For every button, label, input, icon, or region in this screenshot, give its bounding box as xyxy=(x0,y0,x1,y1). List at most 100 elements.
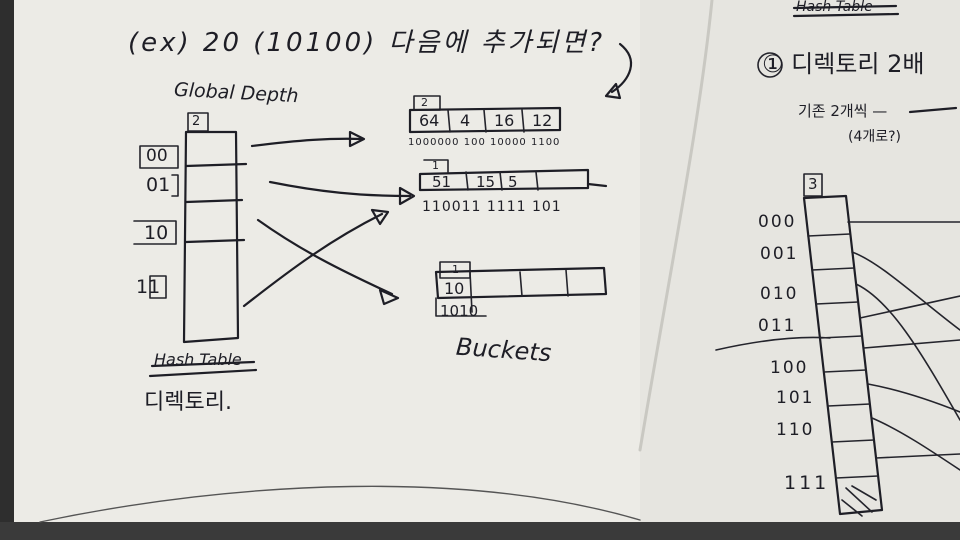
pointer-00-head xyxy=(348,130,366,148)
bucket-3-local-depth: 1 xyxy=(452,263,459,276)
directory-caption-sub: 디렉토리. xyxy=(144,390,232,415)
right-global-depth-value: 3 xyxy=(808,175,818,193)
right-pointer-8 xyxy=(875,453,960,459)
key-box-00 xyxy=(139,145,179,169)
right-key-101: 101 xyxy=(776,388,815,408)
key-box-11 xyxy=(149,275,167,299)
bucket-2-tail xyxy=(586,182,608,188)
right-divider-7 xyxy=(831,439,875,443)
pointer-10 xyxy=(256,218,394,296)
bucket-2-value-3: 5 xyxy=(508,173,518,191)
bucket-2-value-1: 51 xyxy=(432,173,452,191)
right-hatch xyxy=(841,485,877,517)
right-heading: ① 디렉토리 2배 xyxy=(762,50,925,78)
right-key-100: 100 xyxy=(770,358,809,378)
pointer-11 xyxy=(242,212,384,308)
bucket-1-local-depth: 2 xyxy=(421,96,428,109)
desk-edge xyxy=(0,0,14,540)
pointer-00 xyxy=(250,137,364,148)
directory-key-00: 00 xyxy=(146,146,168,166)
directory-caption: Hash Table xyxy=(154,350,242,369)
caption-strike-2 xyxy=(148,368,258,378)
bucket-1-value-2: 4 xyxy=(460,111,471,130)
right-pointer-6 xyxy=(867,383,960,413)
right-divider-2 xyxy=(811,267,855,271)
right-divider-6 xyxy=(827,403,871,407)
right-pointer-3 xyxy=(855,283,960,421)
bucket-1-divider-1 xyxy=(447,109,451,133)
desk-strip xyxy=(0,522,960,540)
right-note-sub: (4개로?) xyxy=(848,129,902,145)
right-divider-1 xyxy=(807,233,851,237)
bucket-1-frame xyxy=(408,106,562,134)
right-pointer-7 xyxy=(871,417,960,471)
bucket-1-value-1: 64 xyxy=(419,111,440,130)
bucket-3-divider-3 xyxy=(565,269,569,297)
key-box-10 xyxy=(133,220,177,245)
right-divider-8 xyxy=(835,475,879,479)
right-key-110: 110 xyxy=(776,420,815,440)
bucket-2-value-2: 15 xyxy=(476,173,496,191)
bucket-3-value-1: 10 xyxy=(444,279,465,298)
right-top-strike-1 xyxy=(792,4,898,10)
right-key-010: 010 xyxy=(760,284,799,304)
key-box-01 xyxy=(171,174,179,197)
right-global-depth-box xyxy=(803,173,823,197)
bucket-3-underline xyxy=(435,297,487,317)
pointer-10-head xyxy=(378,288,400,306)
right-margin-line xyxy=(715,336,831,351)
pointer-11-head xyxy=(370,208,390,226)
page-curve-line xyxy=(39,485,641,523)
right-note: 기존 2개씩 — xyxy=(798,102,888,120)
right-pointer-5 xyxy=(863,339,960,349)
directory-key-01: 01 xyxy=(146,174,171,196)
caption-strike-1 xyxy=(150,360,256,368)
right-divider-3 xyxy=(815,301,859,305)
step-number-circle xyxy=(757,52,783,78)
paper-sheet-right xyxy=(640,0,960,540)
header-note: (ex) 20 (10100) 다음에 추가되면? xyxy=(128,28,606,58)
right-top-strike-2 xyxy=(792,12,900,18)
directory-divider-1 xyxy=(184,162,248,168)
bucket-3-binaries: 1010 xyxy=(440,302,479,320)
directory-divider-2 xyxy=(184,198,244,204)
header-arrowhead xyxy=(604,82,622,100)
page-fold-line xyxy=(638,0,714,452)
bucket-2-local-depth: 1 xyxy=(432,159,439,172)
global-depth-value: 2 xyxy=(192,114,201,129)
bucket-1-value-4: 12 xyxy=(532,111,553,130)
bucket-2-binaries: 110011 1111 101 xyxy=(422,199,562,215)
directory-column xyxy=(182,130,240,344)
directory-key-10: 10 xyxy=(144,222,169,244)
bucket-1-divider-3 xyxy=(521,109,525,133)
right-note-dash xyxy=(908,106,958,114)
bucket-1-binaries: 1000000 100 10000 1100 xyxy=(408,137,561,148)
bucket-2-divider-1 xyxy=(465,171,469,191)
right-pointer-4 xyxy=(859,295,960,319)
directory-divider-3 xyxy=(184,238,246,244)
pointer-01 xyxy=(268,180,412,198)
right-key-000: 000 xyxy=(758,212,797,232)
bucket-3-divider-1 xyxy=(469,271,473,313)
bucket-3-depth-box xyxy=(439,261,471,279)
right-key-001: 001 xyxy=(760,244,799,264)
directory-key-11: 11 xyxy=(136,276,161,298)
right-pointer-2 xyxy=(851,251,960,331)
right-top-label: Hash Table xyxy=(796,0,873,15)
right-key-011: 011 xyxy=(758,316,797,336)
bucket-2-frame xyxy=(418,168,590,192)
bucket-1-divider-2 xyxy=(483,109,487,133)
bucket-2-depth-box xyxy=(423,159,449,173)
pointer-01-head xyxy=(398,186,416,206)
bucket-2-divider-2 xyxy=(499,171,503,191)
right-key-111: 111 xyxy=(784,472,830,494)
bucket-3-divider-2 xyxy=(519,271,523,297)
right-divider-5 xyxy=(823,369,867,373)
bucket-2-divider-3 xyxy=(535,171,539,191)
paper-sheet-main xyxy=(14,0,714,528)
right-directory-column xyxy=(802,194,884,516)
buckets-label: Buckets xyxy=(455,332,553,368)
bucket-3-frame xyxy=(434,266,608,300)
